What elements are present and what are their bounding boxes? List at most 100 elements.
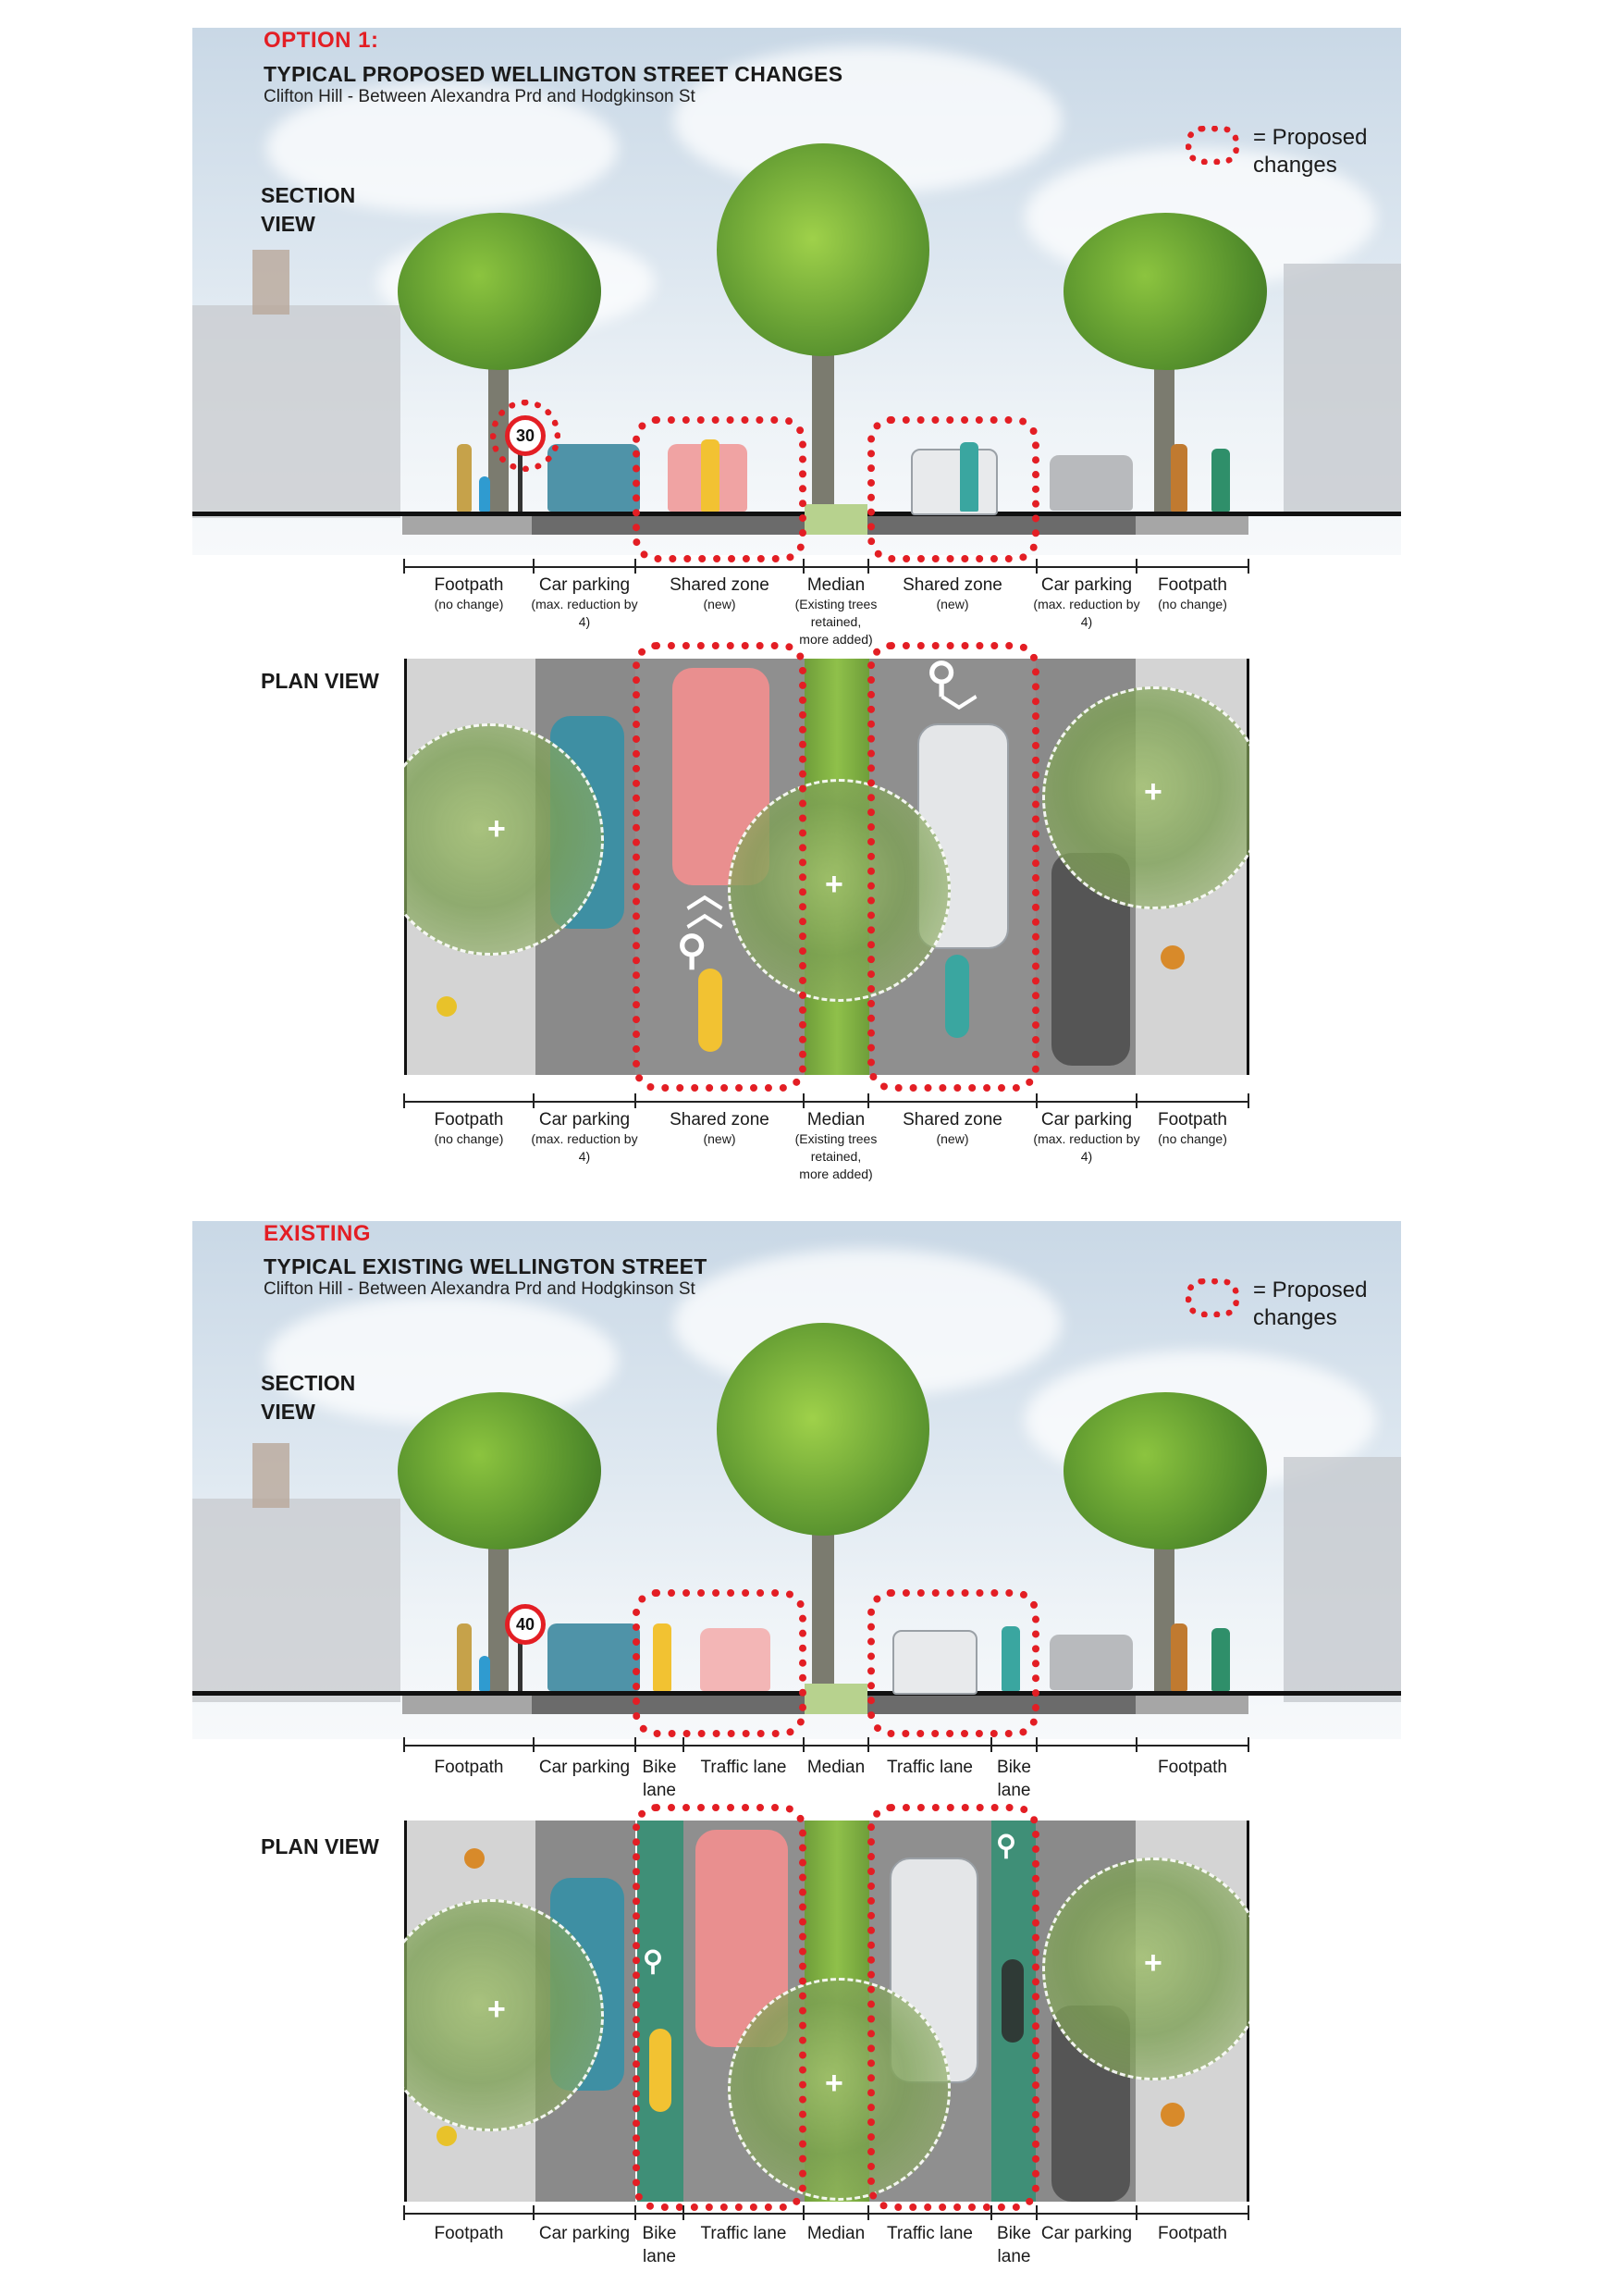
house-right [1284, 264, 1401, 513]
pedestrian-child-left [479, 1656, 490, 1691]
pedestrian-top [436, 2126, 457, 2146]
house-right [1284, 1457, 1401, 1702]
parked-car-grey [1050, 1635, 1133, 1690]
road-strip-left [532, 516, 805, 535]
zone-label-main: Footpath [434, 1110, 504, 1129]
parked-car-blue [547, 1623, 640, 1691]
proposed-change-box [867, 1589, 1039, 1737]
pedestrian-adult-right [1171, 444, 1187, 512]
zone-label: Footpath(no change) [395, 575, 543, 613]
zone-label: Car parking (max. reduction by 4) [524, 1110, 645, 1166]
chimney-left [252, 250, 289, 315]
road-strip-right [867, 516, 1136, 535]
zone-label-main: Shared zone [903, 575, 1002, 595]
zone-label: Bike lane [997, 1758, 1031, 1800]
option1-tag: OPTION 1: [264, 28, 379, 53]
road-strip-right [867, 1696, 1136, 1714]
zone-label: Bike lane [997, 2224, 1031, 2266]
zone-label-sub: (no change) [1158, 1131, 1227, 1146]
pedestrian-adult-left [457, 1623, 472, 1691]
sign-pole [518, 449, 523, 512]
zone-label-sub: (Existing trees retained, more added) [794, 597, 878, 647]
footpath-strip-left [402, 516, 532, 535]
tree-canopy-median [728, 779, 951, 1002]
zone-label-sub: (max. reduction by 4) [1033, 597, 1140, 629]
plan-view-label: PLAN VIEW [261, 669, 379, 693]
tree-right [1054, 1392, 1276, 1697]
proposed-change-box [633, 642, 806, 1092]
cyclist-yellow [653, 1623, 671, 1691]
existing-subtitle: Clifton Hill - Between Alexandra Prd and… [264, 1279, 695, 1299]
zone-label: Shared zone(new) [626, 575, 813, 613]
proposed-change-box [633, 1804, 806, 2211]
cyclist-yellow [701, 439, 719, 512]
zone-label-sub: (new) [936, 1131, 969, 1146]
zone-label: Traffic lane [700, 1758, 787, 1777]
zone-label-sub: (no change) [434, 1131, 504, 1146]
tree-centre-icon: + [487, 1992, 506, 2027]
pedestrian-top [1161, 945, 1185, 969]
bicycle-symbol-icon: ⚲ [643, 1946, 663, 1977]
ground-line [192, 512, 1401, 516]
speed-sign-40: 40 [505, 1604, 546, 1645]
legend-text: = Proposed changes [1253, 1277, 1367, 1332]
parked-car-grey [1050, 455, 1133, 511]
pram-right [1211, 449, 1230, 512]
tree-centre-icon: + [825, 867, 843, 902]
proposed-change-box [633, 416, 806, 562]
footpath-strip-right [1136, 1696, 1248, 1714]
tree-right [1054, 213, 1276, 518]
zone-label: Bike lane [642, 2224, 677, 2266]
pedestrian-child-left [479, 476, 490, 512]
section-view-label: SECTION VIEW [261, 1371, 356, 1424]
zone-label: Footpath(no change) [1127, 575, 1258, 613]
median-strip [805, 1684, 867, 1714]
zone-label: Footpath [1158, 1758, 1227, 1777]
legend-line1: = Proposed [1253, 125, 1368, 150]
legend-text: = Proposed changes [1253, 124, 1367, 179]
option1-subtitle: Clifton Hill - Between Alexandra Prd and… [264, 87, 695, 106]
zone-label: Shared zone (new) [859, 575, 1046, 613]
proposed-change-box [867, 1804, 1039, 2211]
zone-label-sub: (max. reduction by 4) [1033, 1131, 1140, 1164]
zone-label: Car parking [538, 2224, 631, 2243]
footpath-strip-right [1136, 516, 1248, 535]
cyclist-top-yellow [649, 2029, 671, 2112]
zone-label-sub: (new) [936, 597, 969, 611]
option1-plan-view: + + + ︿︿ ⚲ ⚲ ﹀ [404, 659, 1249, 1075]
cyclist-top-teal [1002, 1959, 1024, 2043]
zone-label: Car parking(max. reduction by 4) [1027, 1110, 1146, 1166]
parked-car-blue [547, 444, 640, 512]
legend-line1: = Proposed [1253, 1278, 1368, 1302]
proposed-change-box [867, 642, 1039, 1092]
legend-dotted-box-icon [1186, 1278, 1239, 1317]
sign-pole [518, 1628, 523, 1691]
tree-median [703, 143, 943, 513]
tree-canopy-right [1042, 686, 1249, 909]
zone-label-main: Footpath [1158, 575, 1227, 595]
zone-label: Footpath (no change) [395, 1110, 543, 1148]
zone-label-main: Median [806, 575, 866, 595]
zone-label: Car parking(max. reduction by 4) [1027, 575, 1146, 631]
existing-plan-view: + + + ⚲ ⚲ [404, 1821, 1249, 2202]
existing-tag: EXISTING [264, 1221, 372, 1246]
zone-label: Car parking [538, 1758, 631, 1777]
cyclist-top-teal [945, 955, 969, 1038]
zone-label-main: Car parking [538, 575, 631, 595]
tree-centre-icon: + [825, 2066, 843, 2101]
tree-left [388, 213, 610, 518]
speed-sign-highlight [490, 400, 560, 472]
section-dimension-line [404, 566, 1249, 568]
bicycle-symbol-icon: ⚲ [927, 659, 957, 700]
bicycle-symbol-icon: ⚲ [996, 1831, 1016, 1861]
zone-label-sub: (Existing trees retained, more added) [794, 1131, 878, 1181]
zone-label-main: Shared zone [670, 1110, 769, 1129]
option1-title: TYPICAL PROPOSED WELLINGTON STREET CHANG… [264, 62, 843, 86]
car-pink-faded [700, 1628, 770, 1691]
chimney-left [252, 1443, 289, 1508]
zone-label-sub: (max. reduction by 4) [531, 1131, 638, 1164]
zone-label-main: Car parking [538, 1110, 631, 1129]
tree-median [703, 1323, 943, 1693]
speed-sign-30: 30 [505, 415, 546, 456]
zone-label: Traffic lane [700, 2224, 787, 2243]
